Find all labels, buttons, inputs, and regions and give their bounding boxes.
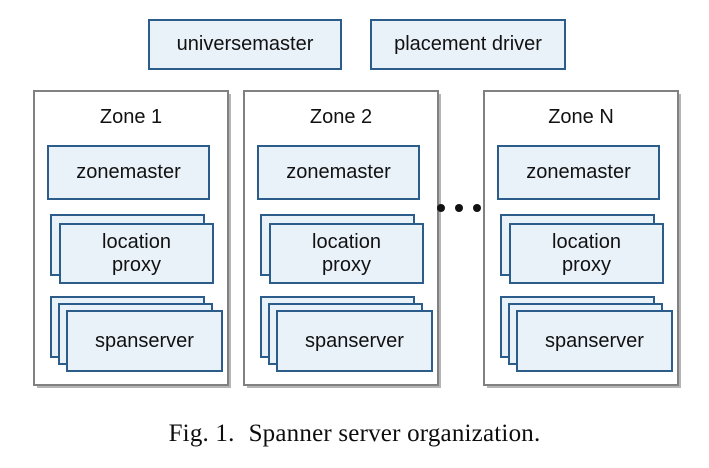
location-proxy-node-zone-2: location proxy <box>269 223 424 284</box>
figure-caption-text: Spanner server organization. <box>248 420 541 447</box>
zonemaster-label: zonemaster <box>76 161 181 184</box>
location-proxy-stack-zone-n: location proxy <box>500 214 672 284</box>
zone-title-1: Zone 1 <box>99 106 163 128</box>
spanserver-node-zone-1: spanserver <box>66 310 223 372</box>
zonemaster-node-zone-1: zonemaster <box>47 145 210 200</box>
placement-driver-node: placement driver <box>370 19 566 70</box>
location-proxy-label: location proxy <box>102 231 171 276</box>
ellipsis-dot <box>473 204 481 212</box>
spanserver-stack-zone-2: spanserver <box>260 296 438 372</box>
placement-driver-label: placement driver <box>394 33 542 56</box>
location-proxy-stack-zone-2: location proxy <box>260 214 432 284</box>
location-proxy-stack-zone-1: location proxy <box>50 214 222 284</box>
zonemaster-label: zonemaster <box>286 161 391 184</box>
location-proxy-node-zone-1: location proxy <box>59 223 214 284</box>
universemaster-node: universemaster <box>148 19 342 70</box>
spanserver-stack-zone-n: spanserver <box>500 296 678 372</box>
location-proxy-label-line2: proxy <box>112 253 161 276</box>
zonemaster-node-zone-n: zonemaster <box>497 145 660 200</box>
zone-panel-2: Zone 2 zonemaster location proxy spanser… <box>243 90 439 386</box>
ellipsis-dot <box>437 204 445 212</box>
zone-title-n: Zone N <box>548 106 614 128</box>
zone-panel-n: Zone N zonemaster location proxy spanser… <box>483 90 679 386</box>
location-proxy-node-zone-n: location proxy <box>509 223 664 284</box>
location-proxy-label-line1: location <box>552 231 621 254</box>
zone-title-2: Zone 2 <box>309 106 373 128</box>
spanserver-label: spanserver <box>95 329 194 352</box>
spanserver-label: spanserver <box>305 329 404 352</box>
spanserver-node-zone-2: spanserver <box>276 310 433 372</box>
spanserver-node-zone-n: spanserver <box>516 310 673 372</box>
universemaster-label: universemaster <box>176 33 314 56</box>
spanserver-stack-zone-1: spanserver <box>50 296 228 372</box>
zone-panel-1: Zone 1 zonemaster location proxy spanser… <box>33 90 229 386</box>
figure-caption: Fig. 1. Spanner server organization. <box>0 420 709 448</box>
zonemaster-node-zone-2: zonemaster <box>257 145 420 200</box>
ellipsis-dot <box>455 204 463 212</box>
location-proxy-label-line2: proxy <box>322 253 371 276</box>
location-proxy-label: location proxy <box>312 231 381 276</box>
zones-ellipsis-icon <box>437 201 481 215</box>
location-proxy-label-line1: location <box>102 231 171 254</box>
location-proxy-label-line1: location <box>312 231 381 254</box>
location-proxy-label-line2: proxy <box>562 253 611 276</box>
figure-caption-label: Fig. 1. <box>168 420 235 447</box>
spanserver-label: spanserver <box>545 329 644 352</box>
zonemaster-label: zonemaster <box>526 161 631 184</box>
location-proxy-label: location proxy <box>552 231 621 276</box>
